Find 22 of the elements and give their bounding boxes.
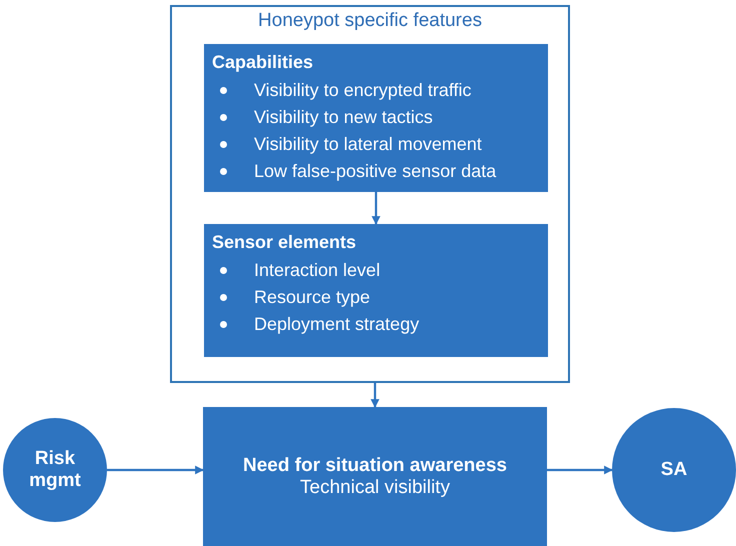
bullet-item: Visibility to encrypted traffic (254, 79, 472, 102)
bullet-item: Low false-positive sensor data (254, 160, 496, 183)
bullet-item: Interaction level (254, 259, 380, 282)
box-subtitle: Technical visibility (300, 476, 450, 498)
box-heading: Capabilities (212, 52, 314, 73)
bullet-item: Resource type (254, 286, 370, 309)
group-title: Honeypot specific features (257, 10, 483, 32)
circle-label: SA (660, 459, 688, 481)
bullet-item: Deployment strategy (254, 313, 420, 336)
box-title: Need for situation awareness (243, 454, 507, 476)
box-heading: Sensor elements (212, 232, 358, 253)
process-box (203, 407, 547, 546)
bullet-item: Visibility to new tactics (254, 106, 433, 129)
bullet-item: Visibility to lateral movement (254, 133, 482, 156)
circle-label: Risk mgmt (28, 448, 82, 492)
list-box (204, 44, 548, 192)
arrow (547, 466, 613, 474)
list-box (204, 224, 548, 357)
arrow (107, 466, 204, 474)
arrow (372, 192, 380, 225)
group-frame (170, 5, 570, 383)
arrow (370, 383, 380, 408)
